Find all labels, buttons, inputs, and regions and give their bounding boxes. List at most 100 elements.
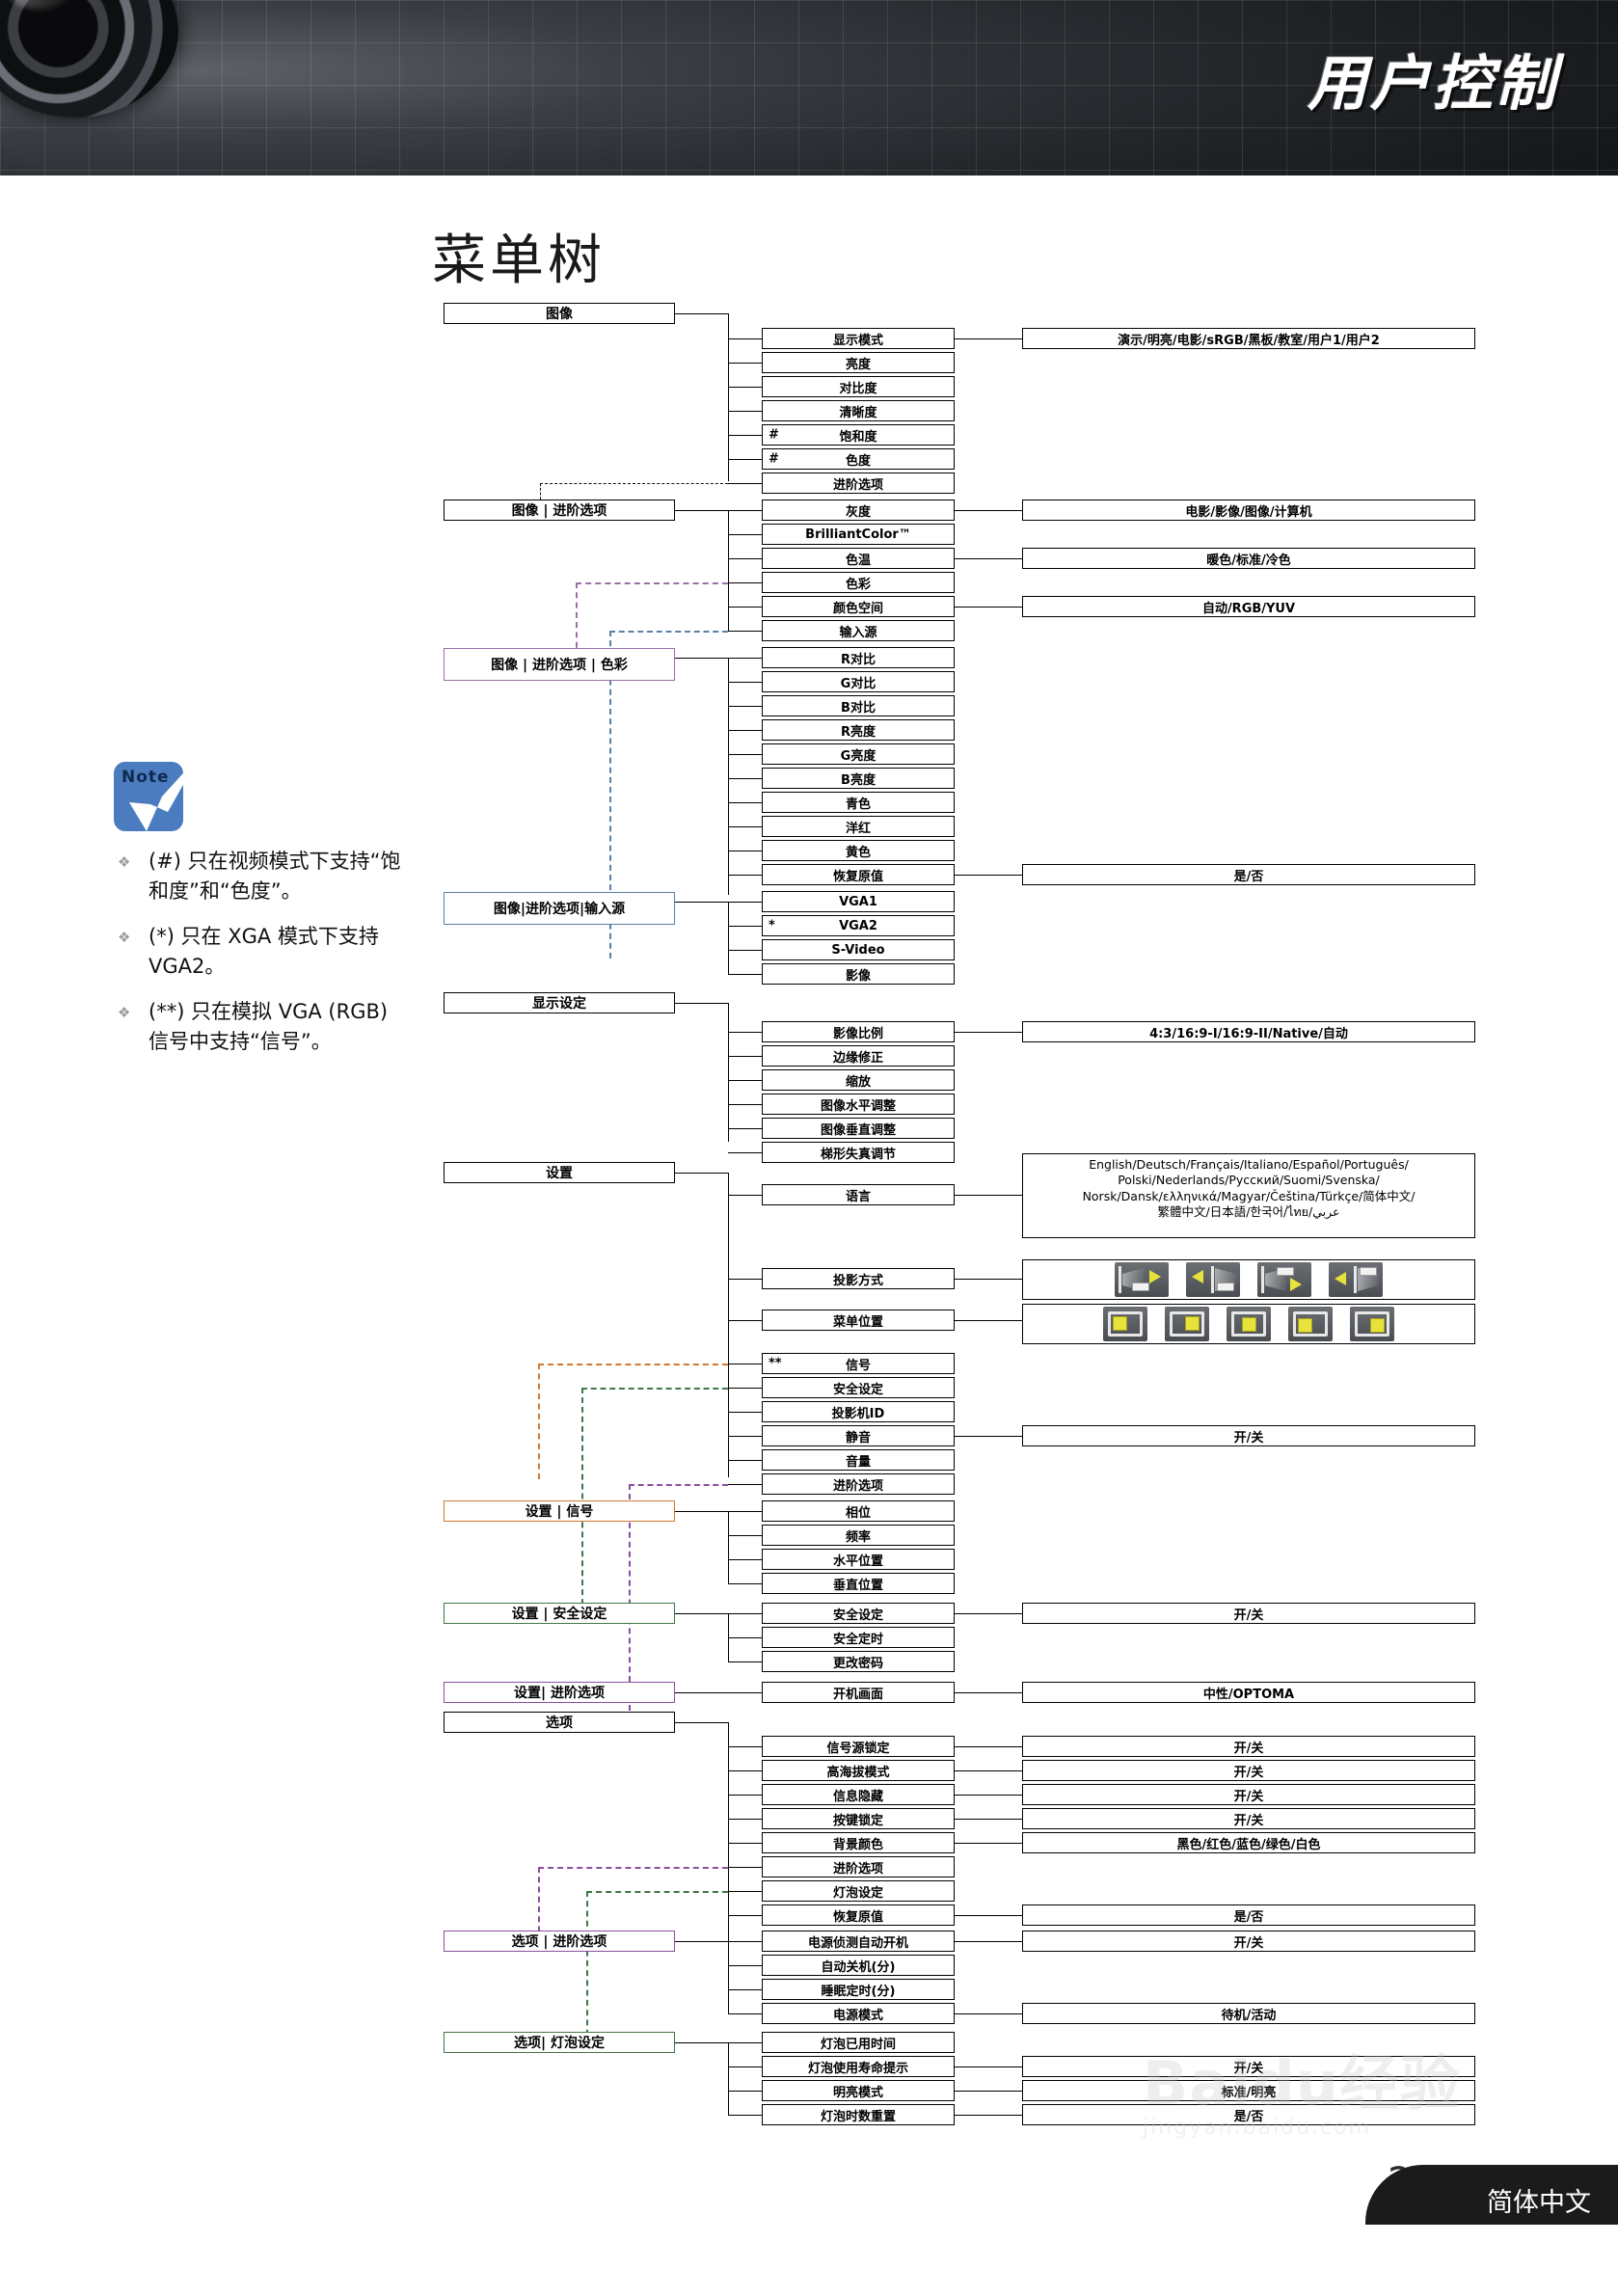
- tree-item[interactable]: 灰度: [762, 500, 955, 521]
- tree-item[interactable]: 影像: [762, 963, 955, 985]
- tree-item[interactable]: G对比: [762, 671, 955, 692]
- tree-item[interactable]: 恢复原值: [762, 1904, 955, 1926]
- tree-root-options-lamp[interactable]: 选项| 灯泡设定: [444, 2032, 675, 2053]
- tree-item[interactable]: 电源侦测自动开机: [762, 1931, 955, 1952]
- tree-item[interactable]: 垂直位置: [762, 1573, 955, 1594]
- tree-item[interactable]: B亮度: [762, 768, 955, 789]
- tree-item[interactable]: 梯形失真调节: [762, 1142, 955, 1163]
- tree-item[interactable]: 颜色空间: [762, 596, 955, 617]
- tree-item[interactable]: 色温: [762, 548, 955, 569]
- connector: [728, 582, 762, 583]
- tree-item[interactable]: 清晰度: [762, 400, 955, 421]
- item-label: 按键锁定: [832, 1813, 883, 1828]
- tree-item[interactable]: 灯泡设定: [762, 1880, 955, 1902]
- tree-item[interactable]: 显示模式: [762, 328, 955, 349]
- tree-item[interactable]: 相位: [762, 1500, 955, 1522]
- tree-item[interactable]: 投影方式: [762, 1268, 955, 1289]
- tree-item[interactable]: 进阶选项: [762, 1856, 955, 1877]
- tree-item[interactable]: 进阶选项: [762, 1473, 955, 1495]
- routing-line-setup-adv: [629, 1484, 728, 1486]
- tree-item[interactable]: 睡眠定时(分): [762, 1979, 955, 2000]
- note-icon-label: Note: [121, 768, 170, 787]
- item-label: VGA1: [839, 894, 877, 909]
- connector: [728, 1535, 762, 1536]
- tree-item[interactable]: 洋红: [762, 816, 955, 837]
- connector: [728, 534, 762, 535]
- tree-item[interactable]: 水平位置: [762, 1549, 955, 1570]
- connector: [728, 1795, 762, 1796]
- tree-item[interactable]: G亮度: [762, 743, 955, 765]
- tree-root-options[interactable]: 选项: [444, 1712, 675, 1733]
- tree-item[interactable]: 按键锁定: [762, 1808, 955, 1829]
- connector: [728, 1511, 729, 1584]
- tree-root-image-advanced-source[interactable]: 图像|进阶选项|输入源: [444, 892, 675, 925]
- tree-item[interactable]: 灯泡时数重置: [762, 2104, 955, 2125]
- tree-item[interactable]: 安全设定: [762, 1603, 955, 1624]
- tree-item[interactable]: 投影机ID: [762, 1401, 955, 1422]
- tree-item[interactable]: 菜单位置: [762, 1310, 955, 1331]
- tree-item[interactable]: 进阶选项: [762, 473, 955, 494]
- tree-item[interactable]: R亮度: [762, 719, 955, 741]
- tree-item[interactable]: 亮度: [762, 352, 955, 373]
- tree-item[interactable]: 静音: [762, 1425, 955, 1446]
- tree-item[interactable]: B对比: [762, 695, 955, 716]
- connector: [728, 483, 762, 484]
- tree-root-display[interactable]: 显示设定: [444, 992, 675, 1013]
- tree-item[interactable]: S-Video: [762, 939, 955, 960]
- tree-item[interactable]: 安全定时: [762, 1627, 955, 1648]
- tree-item[interactable]: 音量: [762, 1449, 955, 1471]
- tree-item[interactable]: 更改密码: [762, 1651, 955, 1672]
- tree-item[interactable]: 电源模式: [762, 2003, 955, 2024]
- item-label: 水平位置: [832, 1553, 883, 1569]
- tree-item[interactable]: 灯泡使用寿命提示: [762, 2056, 955, 2077]
- tree-item[interactable]: 明亮模式: [762, 2080, 955, 2101]
- tree-root-options-advanced[interactable]: 选项 | 进阶选项: [444, 1931, 675, 1952]
- tree-item[interactable]: #色度: [762, 448, 955, 470]
- tree-value: 标准/明亮: [1022, 2080, 1475, 2101]
- tree-root-setup-signal[interactable]: 设置 | 信号: [444, 1500, 675, 1522]
- tree-item[interactable]: 图像垂直调整: [762, 1118, 955, 1139]
- tree-item[interactable]: 自动关机(分): [762, 1955, 955, 1976]
- tree-item[interactable]: 图像水平调整: [762, 1094, 955, 1115]
- connector: [955, 1795, 1022, 1796]
- tree-root-setup[interactable]: 设置: [444, 1162, 675, 1183]
- tree-item[interactable]: #饱和度: [762, 424, 955, 446]
- tree-root-setup-advanced[interactable]: 设置| 进阶选项: [444, 1682, 675, 1703]
- checkmark-icon: [129, 754, 201, 831]
- tree-value-menu-positions: [1022, 1304, 1475, 1344]
- tree-item[interactable]: 高海拔模式: [762, 1760, 955, 1781]
- tree-item[interactable]: 信息隐藏: [762, 1784, 955, 1805]
- tree-item[interactable]: 开机画面: [762, 1682, 955, 1703]
- tree-item[interactable]: 语言: [762, 1184, 955, 1205]
- connector: [955, 875, 1022, 876]
- tree-value: 电影/影像/图像/计算机: [1022, 500, 1475, 521]
- tree-item[interactable]: 频率: [762, 1525, 955, 1546]
- tree-item[interactable]: 影像比例: [762, 1021, 955, 1042]
- tree-item[interactable]: 缩放: [762, 1069, 955, 1091]
- tree-item[interactable]: 青色: [762, 792, 955, 813]
- tree-item[interactable]: 对比度: [762, 376, 955, 397]
- connector: [728, 1388, 762, 1389]
- tree-item[interactable]: 背景颜色: [762, 1832, 955, 1853]
- item-label: B亮度: [841, 772, 876, 788]
- connector: [728, 1460, 762, 1461]
- tree-item[interactable]: **信号: [762, 1353, 955, 1374]
- tree-root-image[interactable]: 图像: [444, 303, 675, 324]
- tree-item[interactable]: 黄色: [762, 840, 955, 861]
- tree-item[interactable]: 信号源锁定: [762, 1736, 955, 1757]
- tree-item[interactable]: 灯泡已用时间: [762, 2032, 955, 2053]
- tree-item[interactable]: 安全设定: [762, 1377, 955, 1398]
- tree-root-image-advanced[interactable]: 图像 | 进阶选项: [444, 500, 675, 521]
- tree-item[interactable]: 输入源: [762, 620, 955, 641]
- connector: [675, 1613, 728, 1614]
- tree-item[interactable]: *VGA2: [762, 915, 955, 936]
- tree-item[interactable]: R对比: [762, 647, 955, 668]
- tree-root-image-advanced-color[interactable]: 图像 | 进阶选项 | 色彩: [444, 648, 675, 681]
- tree-item[interactable]: 边缘修正: [762, 1045, 955, 1067]
- tree-item[interactable]: VGA1: [762, 891, 955, 912]
- tree-root-setup-security[interactable]: 设置 | 安全设定: [444, 1603, 675, 1624]
- tree-item[interactable]: BrilliantColor™: [762, 524, 955, 545]
- tree-item[interactable]: 恢复原值: [762, 864, 955, 885]
- tree-item[interactable]: 色彩: [762, 572, 955, 593]
- connector: [728, 1867, 762, 1868]
